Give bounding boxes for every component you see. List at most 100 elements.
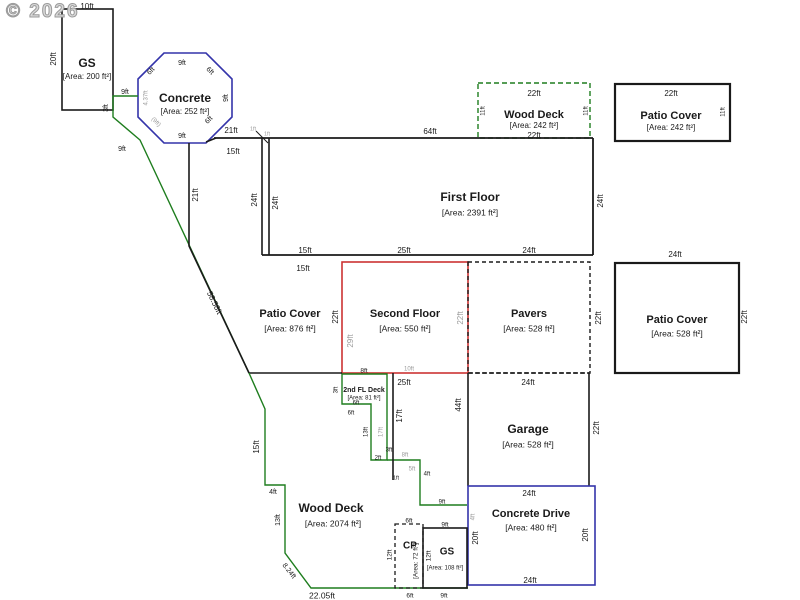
area-garage: [Area: 528 ft²] [502, 439, 554, 449]
dim-wd-right-11ft: 11ft [584, 106, 590, 116]
dim-ff-right-24ft: 24ft [596, 194, 605, 208]
dim-connector-3ft: 3ft [103, 104, 110, 112]
dim-2205ft: 22.05ft [309, 590, 336, 600]
dim-ff-bottom-25ft: 25ft [397, 246, 411, 255]
area-gs-top: [Area: 200 ft²] [63, 72, 111, 81]
dim-pavers-right-22ft: 22ft [594, 311, 603, 325]
area-wood-deck-big: [Area: 2074 ft²] [305, 518, 361, 528]
label-patio-cover-876: Patio Cover [259, 308, 321, 320]
label-patio-cover-r: Patio Cover [646, 314, 708, 326]
dim-deck2-2ft: 2ft [375, 456, 382, 462]
dim-stair-5ft-grey: 5ft [409, 467, 416, 473]
label-2nd-fl-deck: 2nd FL Deck [343, 387, 385, 394]
dim-oct-left-grey: 4.37ft [144, 90, 150, 105]
dim-pc876-top-15ft: 15ft [296, 264, 310, 273]
area-wood-deck-top: [Area: 242 ft²] [510, 121, 558, 130]
dim-sf-left-22ft: 22ft [331, 310, 340, 324]
second-fl-deck-outline [341, 373, 388, 461]
dim-drive-left-20ft: 20ft [471, 531, 480, 545]
dim-pcr-right-22ft: 22ft [740, 310, 749, 324]
dim-oct-tl: 6ft [146, 66, 156, 76]
dim-wd-left-11ft: 11ft [481, 106, 487, 116]
label-patio-cover-tr: Patio Cover [640, 110, 702, 122]
dim-deck2-8ft: 8ft [360, 368, 367, 375]
dim-drive-top-24ft: 24ft [522, 489, 536, 498]
dim-deck2-6ft-a: 6ft [353, 401, 360, 407]
label-cp: CP [403, 541, 417, 552]
area-concrete-drive: [Area: 480 ft²] [505, 522, 557, 532]
dim-stair-9ft: 9ft [439, 500, 446, 506]
boundary-green-top [112, 95, 250, 374]
copyright-watermark: © 2026 [6, 1, 80, 23]
dim-gsb-bottom-9ft: 9ft [440, 593, 447, 600]
dim-left-13ft: 13ft [275, 514, 282, 526]
dim-wall-17ft: 17ft [395, 409, 404, 423]
dim-pctr-22ft: 22ft [664, 89, 678, 98]
boundary-black-left [188, 143, 250, 374]
dim-oct-bottom: 9ft [178, 133, 186, 140]
dim-29ft-grey: 29ft [346, 334, 355, 348]
dim-cp-bottom-6ft: 6ft [406, 593, 413, 600]
gs-top-outline [61, 8, 114, 111]
dim-ff-bottom-15ft: 15ft [298, 246, 312, 255]
dim-5858ft: 58.58ft [205, 290, 224, 317]
label-garage: Garage [507, 422, 549, 436]
dim-stair-4ft: 4ft [424, 472, 431, 478]
label-wood-deck-big: Wood Deck [298, 501, 363, 515]
label-concrete: Concrete [159, 91, 211, 105]
area-concrete: [Area: 252 ft²] [161, 107, 209, 116]
label-second-floor: Second Floor [370, 308, 441, 320]
dim-oct-top: 9ft [178, 60, 186, 67]
area-second-floor: [Area: 550 ft²] [379, 323, 431, 333]
area-cp: [Area: 72 ft²] [413, 543, 420, 579]
patio-cover-tr-outline [613, 82, 732, 143]
dim-garage-right-22ft: 22ft [592, 421, 601, 435]
gs-bottom-outline [422, 527, 468, 589]
dim-drive-4ft-grey: 4ft [471, 513, 477, 520]
area-patio-cover-tr: [Area: 242 ft²] [647, 123, 695, 132]
label-gs-top: GS [78, 56, 95, 70]
dim-oct-br: 6ft [204, 115, 214, 125]
dim-oct-tr: 6ft [205, 66, 215, 76]
dim-gs-top-width: 10ft [80, 2, 94, 11]
dim-top-64ft: 64ft [423, 127, 437, 136]
dim-garage-top-24ft: 24ft [521, 378, 535, 387]
dim-top-21ft: 21ft [224, 126, 238, 135]
area-patio-cover-876: [Area: 876 ft²] [264, 323, 316, 333]
dim-tick-1ft-a: 1ft [250, 126, 257, 132]
dim-oct-bl-grey: (9ft) [150, 117, 162, 129]
dim-gsb-left-12ft: 12ft [426, 550, 433, 561]
dim-oct-right: 9ft [223, 94, 230, 102]
dim-sf-bottom-25ft: 25ft [397, 378, 411, 387]
dim-stair-8ft-grey: 8ft [402, 453, 409, 459]
area-pavers: [Area: 528 ft²] [503, 323, 555, 333]
patio-cover-r-outline [613, 261, 741, 375]
dim-ff-left-inner-24ft: 24ft [271, 196, 280, 210]
dim-wall-44ft: 44ft [454, 398, 463, 412]
dim-top-15ft: 15ft [226, 147, 240, 156]
area-2nd-fl-deck: [Area: 81 ft²] [347, 396, 380, 402]
second-floor-outline [341, 261, 469, 374]
deck-stair-boundary [387, 459, 467, 506]
concrete-drive-outline [467, 485, 596, 586]
dim-gs-top-height: 20ft [49, 52, 58, 66]
label-pavers: Pavers [511, 308, 547, 320]
dim-ff-bottom-24ft: 24ft [522, 246, 536, 255]
dim-pctr-11ft: 11ft [721, 107, 727, 117]
dim-wd-top-22ft: 22ft [527, 89, 541, 98]
dim-wd-bottom-22ft: 22ft [527, 131, 541, 140]
pavers-outline [467, 261, 591, 374]
area-gs-bottom: [Area: 108 ft²] [427, 566, 464, 572]
dim-left-15ft: 15ft [252, 440, 261, 454]
dim-ff-left-outer-24ft: 24ft [250, 193, 259, 207]
label-first-floor: First Floor [440, 190, 500, 204]
dim-left-4ft: 4ft [269, 489, 277, 496]
dim-deck2-6ft-b: 6ft [348, 411, 355, 417]
dim-deck2-3ft: 3ft [334, 386, 340, 393]
wood-deck-top-outline [477, 82, 591, 139]
dim-left-21ft: 21ft [191, 188, 200, 202]
label-wood-deck-top: Wood Deck [504, 109, 565, 121]
corner-tick [255, 130, 269, 144]
dim-drive-bottom-24ft: 24ft [523, 576, 537, 585]
